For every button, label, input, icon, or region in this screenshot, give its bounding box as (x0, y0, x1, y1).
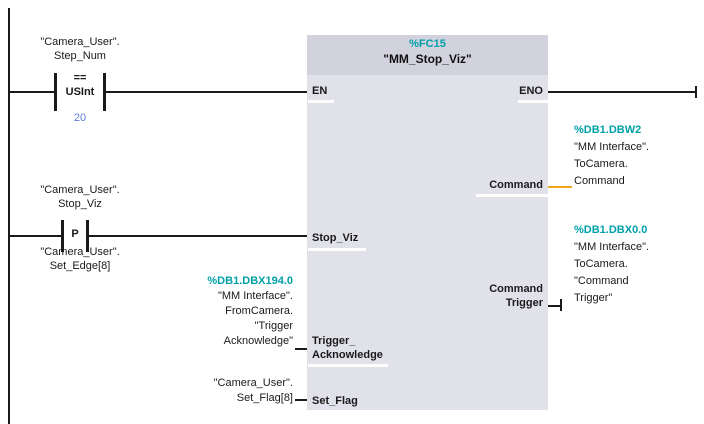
compare-datatype[interactable]: USInt (65, 86, 95, 98)
wire-trigger-ack (295, 348, 307, 350)
wire-p-contact-to-stopviz (89, 235, 307, 237)
operand-line: ToCamera. (574, 158, 628, 170)
param-command: Command (489, 179, 543, 191)
set-flag-operand[interactable]: "Camera_User". Set_Flag[8] (150, 376, 293, 406)
operand-line: ToCamera. (574, 258, 628, 270)
operand-line: Set_Edge[8] (49, 260, 111, 272)
operand-line: "Command (574, 275, 629, 287)
param-eno: ENO (519, 85, 543, 97)
wire-compare-to-en (106, 91, 307, 93)
trigger-ack-operand[interactable]: %DB1.DBX194.0 "MM Interface". FromCamera… (150, 274, 293, 349)
compare-contact-bar-right (103, 73, 106, 111)
p-contact-bar-right (86, 220, 89, 252)
operand-address: %DB1.DBW2 (574, 124, 642, 136)
param-trigger-ack-line2: Acknowledge (312, 349, 383, 361)
param-underline (518, 100, 548, 103)
operand-line: "Camera_User". (40, 184, 120, 196)
command-trigger-operand[interactable]: %DB1.DBX0.0 "MM Interface". ToCamera. "C… (574, 222, 699, 307)
operand-line: "MM Interface". (217, 290, 293, 302)
p-contact-symbol[interactable]: P (71, 228, 79, 240)
fc-block-address: %FC15 (409, 38, 446, 50)
command-operand[interactable]: %DB1.DBW2 "MM Interface". ToCamera. Comm… (574, 122, 699, 190)
operand-line: Set_Flag[8] (236, 392, 293, 404)
operand-line: "Camera_User". (40, 36, 120, 48)
fc-block-title: "MM_Stop_Viz" (383, 52, 472, 66)
param-set-flag: Set_Flag (312, 395, 358, 407)
wire-eno-out (548, 91, 697, 93)
wire-command-trigger-tick (560, 299, 562, 311)
param-underline (476, 194, 548, 197)
fc-block[interactable]: %FC15 "MM_Stop_Viz" EN Stop_Viz Trigger_… (307, 35, 548, 410)
wire-rail-to-p-contact (8, 235, 62, 237)
wire-rail-to-compare (8, 91, 55, 93)
param-en: EN (312, 85, 328, 97)
fc-block-header[interactable]: %FC15 "MM_Stop_Viz" (307, 35, 548, 75)
operand-line: Command (574, 175, 625, 187)
wire-command-out (548, 186, 572, 188)
operand-line: "MM Interface". (574, 241, 650, 253)
operand-line: "Camera_User". (40, 246, 120, 258)
operand-line: Acknowledge" (223, 335, 293, 347)
compare-operand[interactable]: "Camera_User". Step_Num (10, 35, 150, 63)
p-contact-operand[interactable]: "Camera_User". Stop_Viz (10, 183, 150, 211)
param-command-trigger-line2: Trigger (505, 297, 543, 309)
operand-address: %DB1.DBX194.0 (207, 275, 293, 287)
operand-address: %DB1.DBX0.0 (574, 224, 648, 236)
wire-set-flag (295, 399, 307, 401)
param-command-trigger-line1: Command (489, 283, 543, 295)
compare-value[interactable]: 20 (73, 112, 87, 124)
operand-line: Stop_Viz (58, 198, 102, 210)
compare-operator[interactable]: == (73, 72, 87, 84)
wire-eno-end-tick (695, 86, 697, 98)
operand-line: FromCamera. (225, 305, 293, 317)
operand-line: Trigger" (574, 292, 613, 304)
wire-command-trigger-out (548, 305, 561, 307)
operand-line: "Camera_User". (213, 377, 293, 389)
compare-contact-bar-left (54, 73, 57, 111)
power-rail (8, 8, 10, 424)
param-underline (308, 248, 366, 251)
operand-line: "MM Interface". (574, 141, 650, 153)
p-contact-bar-left (61, 220, 64, 252)
param-underline (308, 100, 334, 103)
operand-line: Step_Num (54, 50, 106, 62)
operand-line: "Trigger (254, 320, 293, 332)
param-stop-viz: Stop_Viz (312, 232, 359, 244)
param-underline (308, 364, 388, 367)
param-trigger-ack-line1: Trigger_ (312, 335, 356, 347)
p-edge-memory-operand[interactable]: "Camera_User". Set_Edge[8] (10, 245, 150, 273)
